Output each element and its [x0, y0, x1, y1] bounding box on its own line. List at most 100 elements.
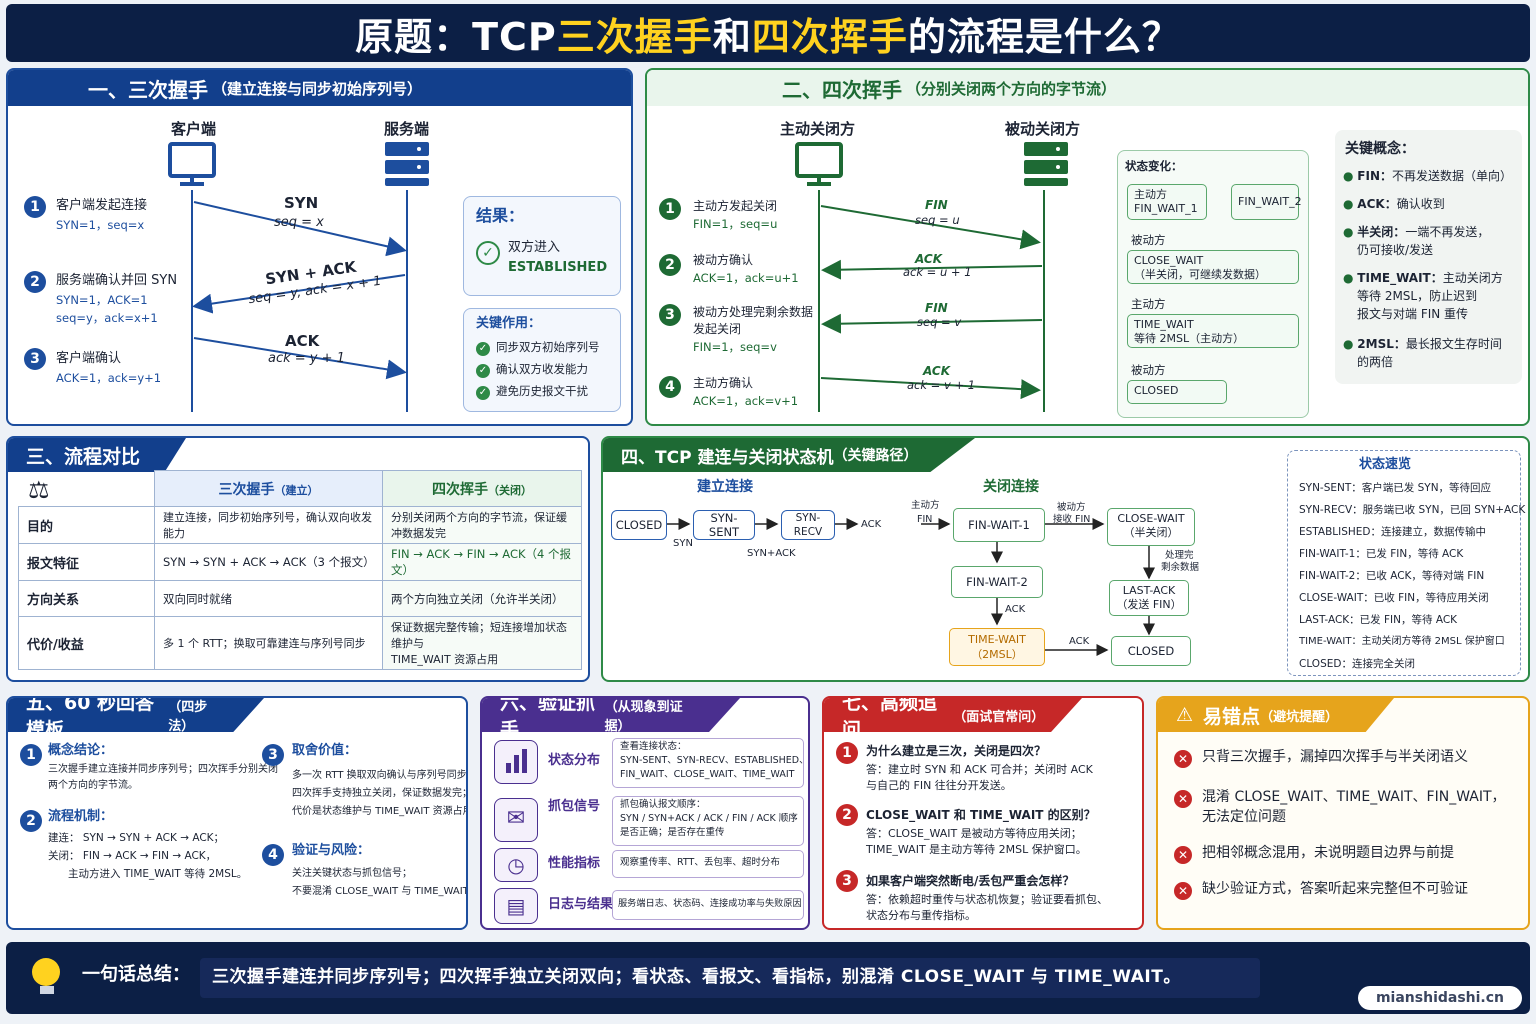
state-owner-passive: 被动方 — [1131, 233, 1166, 247]
cell-wave: 分别关闭两个方向的字节流，保证缓冲数据发完 — [382, 506, 582, 544]
state-fin-wait-2: FIN_WAIT_2 — [1231, 184, 1302, 220]
section-8-header: ⚠易错点（避坑提醒） — [1158, 698, 1394, 732]
ack-arrow-1 — [821, 259, 1043, 280]
state-last-ack: LAST-ACK（发送 FIN） — [1109, 580, 1189, 616]
state-name: TIME_WAIT — [1134, 318, 1194, 331]
section-7-header: 七、高频追问（面试官常问） — [824, 698, 1082, 732]
title-highlight-2: 四次挥手 — [751, 14, 908, 59]
syn-arrow-seq: seq = x — [274, 215, 324, 230]
concept-time-wait: TIME_WAIT： — [1357, 271, 1443, 285]
state-change-heading: 状态变化： — [1125, 159, 1183, 173]
quick-reference-card — [1287, 450, 1521, 676]
ack-arrow — [193, 337, 407, 380]
step-2-text: 服务端确认并回 SYN — [56, 273, 178, 288]
check-icon: ✓ — [476, 364, 490, 378]
passive-recv-label: 被动方 — [1057, 502, 1086, 513]
key-role-1: 同步双方初始序列号 — [496, 340, 600, 354]
syn-ack-transition: SYN+ACK — [747, 548, 796, 559]
syn-arrow-label: SYN — [284, 194, 319, 212]
step-3-badge: 3 — [24, 348, 46, 370]
step-3-text: 客户端确认 — [56, 351, 122, 366]
section-pitfalls: ⚠易错点（避坑提醒） ✕ 只背三次握手，漏掉四次挥手与半关闭语义 ✕ 混淆 CL… — [1156, 696, 1530, 930]
section-2-subtitle: （分别关闭两个方向的字节流） — [906, 79, 1117, 98]
step-2-detail-2: seq=y，ack=x+1 — [56, 311, 158, 325]
template-2-line-1: 建连： SYN → SYN + ACK → ACK； — [48, 832, 225, 844]
concept-half-close-desc-2: 仍可接收/发送 — [1357, 243, 1434, 257]
state-close-wait-sm: CLOSE-WAIT（半关闭） — [1107, 508, 1195, 546]
ack-transition-3: ACK — [1069, 636, 1090, 647]
concept-time-wait-desc: 主动关闭方 — [1442, 271, 1503, 285]
compare-col-2: 四次挥手 — [432, 481, 488, 498]
concept-time-wait-desc-2: 等待 2MSL，防止迟到 — [1357, 289, 1478, 303]
wave-step-1-text: 主动方发起关闭 — [693, 199, 778, 213]
quick-item: CLOSED：连接完全关闭 — [1299, 658, 1415, 670]
concept-half-close-desc: 一端不再发送， — [1405, 225, 1490, 239]
summary-box — [200, 958, 1260, 998]
verify-item-1-box — [612, 738, 804, 788]
wave-step-3-text-2: 发起关闭 — [693, 322, 742, 336]
template-2-heading: 流程机制： — [48, 809, 114, 824]
state-closed: CLOSED — [1127, 380, 1227, 404]
syn-arrow — [193, 201, 407, 257]
verify-item-1-a: 查看连接状态： — [620, 741, 687, 752]
section-4-header: 四、TCP 建连与关闭状态机（关键路径） — [603, 438, 975, 472]
syn-ack-arrow — [192, 274, 406, 314]
lightbulb-icon — [32, 958, 62, 994]
wave-step-2-text: 被动方确认 — [693, 253, 754, 267]
key-concepts-card — [1335, 130, 1522, 384]
wave-step-3-text: 被动方处理完剩余数据 — [693, 305, 814, 319]
passive-recv-label-2: 接收 FIN — [1053, 514, 1091, 525]
close-x-icon: ✕ — [1174, 748, 1192, 768]
section-verification: 六、验证抓手（从现象到证据） 状态分布 查看连接状态： SYN-SENT、SYN… — [480, 696, 810, 930]
section-compare: 三、流程对比 ⚖ 三次握手（建立） 四次挥手（关闭） 目的建立连接，同步初始序列… — [6, 436, 590, 682]
concept-half-close: 半关闭： — [1357, 225, 1406, 239]
wave-step-1-badge: 1 — [659, 198, 681, 220]
quick-item: FIN-WAIT-2：已收 ACK，等待对端 FIN — [1299, 570, 1485, 582]
section-4-title: 四、TCP 建连与关闭状态机 — [621, 447, 834, 468]
section-answer-template: 五、60 秒回答模板（四步法） 1 概念结论： 三次握手建立连接并同步序列号；四… — [6, 696, 468, 930]
answer-2-2: TIME_WAIT 是主动方等待 2MSL 保护窗口。 — [866, 843, 1087, 856]
wave-step-2-detail: ACK=1，ack=u+1 — [693, 271, 799, 285]
ack-transition-2: ACK — [1005, 604, 1026, 615]
template-4-line-2: 不要混淆 CLOSE_WAIT 与 TIME_WAIT。 — [292, 886, 468, 897]
section-7-subtitle: （面试官常问） — [953, 709, 1045, 725]
concept-fin: FIN： — [1357, 169, 1393, 183]
section-state-machine: 四、TCP 建连与关闭状态机（关键路径） 建立连接 关闭连接 CLOSED SY… — [601, 436, 1530, 682]
state-name: CLOSE_WAIT — [1134, 254, 1204, 267]
key-role-heading: 关键作用： — [476, 316, 542, 331]
cell-wave: FIN → ACK → FIN → ACK（4 个报文） — [382, 543, 582, 581]
result-line-1: 双方进入 — [508, 240, 561, 255]
client-monitor-icon — [168, 142, 216, 186]
quick-item: CLOSE-WAIT：已收 FIN，等待应用关闭 — [1299, 592, 1489, 604]
ack-2-label: ACK — [923, 364, 951, 378]
section-6-subtitle: （从现象到证据） — [604, 700, 683, 734]
result-heading: 结果： — [476, 206, 525, 225]
concept-2msl-desc: 最长报文生存时间 — [1405, 337, 1502, 351]
template-2-line-2: 关闭： FIN → ACK → FIN → ACK， — [48, 850, 217, 862]
template-3-line-1: 多一次 RTT 换取双向确认与序列号同步； — [292, 770, 468, 781]
compare-col-1: 三次握手 — [218, 481, 275, 498]
ack-1-label: ACK — [915, 252, 943, 266]
ack-1-seq: ack = u + 1 — [903, 265, 972, 279]
state-name: FIN_WAIT_1 — [1134, 202, 1198, 215]
state-owner: 主动方 — [1134, 188, 1167, 201]
step-1-text: 客户端发起连接 — [56, 198, 148, 213]
result-card: 结果： ✓ 双方进入 ESTABLISHED — [463, 196, 621, 296]
verify-item-1-label: 状态分布 — [548, 753, 601, 768]
step-1-badge: 1 — [24, 196, 46, 218]
state-machine-arrows — [665, 518, 1155, 656]
pitfall-1: 只背三次握手，漏掉四次挥手与半关闭语义 — [1202, 749, 1468, 765]
answer-1-2: 与自己的 FIN 往往分开发送。 — [866, 779, 1012, 792]
compare-col-2-sub: （关闭） — [488, 483, 532, 497]
title-bar: 原题：TCP 三次握手 和 四次挥手 的流程是什么？ — [6, 4, 1530, 62]
section-5-subtitle: （四步法） — [168, 700, 208, 734]
template-3-badge: 3 — [262, 744, 284, 766]
quick-item: FIN-WAIT-1：已发 FIN，等待 ACK — [1299, 548, 1464, 560]
section-6-title: 六、验证抓手 — [500, 696, 596, 741]
wave-step-4-badge: 4 — [659, 376, 681, 398]
server-rack-icon — [385, 142, 429, 186]
state-name: LAST-ACK — [1122, 584, 1176, 597]
wave-step-4-text: 主动方确认 — [693, 376, 754, 390]
state-note: 等待 2MSL（主动方） — [1134, 332, 1245, 345]
